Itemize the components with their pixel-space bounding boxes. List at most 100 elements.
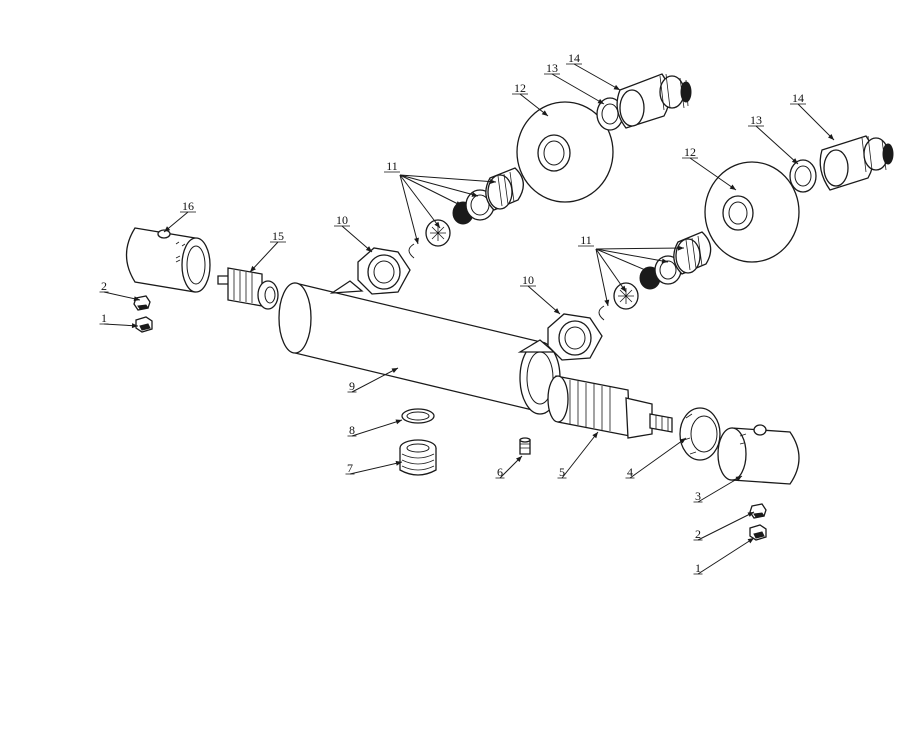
part-upper-hex-nut [357,247,411,295]
part-left-nut [135,316,153,333]
callout-leader-c11a [399,174,463,207]
callout-arrowhead-c7 [395,460,402,466]
part-right-screw-cap [749,503,767,519]
callout-leader-c8 [351,419,403,437]
callout-leader-c11b [595,248,627,293]
callout-arrowhead-c13a [597,98,604,104]
callout-leader-c12b [689,157,737,191]
callout-leader-c1b [697,537,755,575]
callout-leader-c2a [103,291,141,301]
callout-arrowhead-c1b [747,538,754,544]
callout-arrowhead-c1a [131,323,138,329]
callout-leaders [103,63,835,575]
callout-arrowhead-c13b [791,158,798,164]
callout-label-c11a: 11 [386,159,398,173]
part-adapter-ring [679,407,721,461]
callout-label-c1b: 1 [695,561,701,575]
callout-label-c9: 9 [349,379,355,393]
callout-arrowhead-c10b [553,308,560,314]
callout-label-c8: 8 [349,423,355,437]
callout-arrowhead-c10a [365,246,372,252]
part-left-cartridge [217,267,279,310]
callout-arrowhead-c11b [620,285,626,292]
callout-label-c1a: 1 [101,311,107,325]
callout-leader-c11a [399,174,479,197]
callout-leader-c15 [249,241,279,273]
callout-label-c5: 5 [559,465,565,479]
callout-leader-c7 [349,461,403,475]
callout-label-c2a: 2 [101,279,107,293]
callout-label-c12a: 12 [514,81,526,95]
callout-leader-c11a [399,174,419,245]
callout-label-c14a: 14 [568,51,580,65]
callout-label-c16: 16 [182,199,194,213]
callout-arrowhead-c11a [489,179,496,185]
callout-label-c10b: 10 [522,273,534,287]
part-right-nut [749,524,767,541]
callout-arrowhead-c11b [677,245,684,251]
callout-arrowhead-c14a [613,84,620,90]
callout-leader-c14b [797,103,835,141]
callout-arrowhead-c11a [414,237,419,244]
part-lower-hex-nut [547,313,603,361]
callout-leader-c11b [595,248,651,273]
part-outlet-fitting [399,439,437,476]
callout-arrowhead-c11a [434,221,440,228]
part-right-seal-ring [789,159,817,193]
callout-arrowhead-c6 [515,456,522,463]
part-inlet-o-ring [401,408,435,424]
callout-arrowhead-c8 [395,419,402,425]
callout-label-c4: 4 [627,465,633,479]
callout-label-c10a: 10 [336,213,348,227]
part-upper-cover-plate [516,101,614,203]
part-thermostatic-cartridge [547,375,673,439]
callout-arrowhead-c5 [592,432,598,439]
callout-arrowhead-c2a [133,296,140,302]
callout-arrowhead-c16 [164,226,171,232]
callout-arrowhead-c11b [643,267,650,272]
callout-arrowhead-c15 [250,265,256,272]
part-upper-eccentric-fitting [616,73,692,129]
part-right-eccentric-fitting [819,135,894,191]
callout-leader-c11b [595,247,685,250]
callout-arrowhead-c4 [679,438,686,444]
part-right-check-valve-group [598,231,712,321]
callout-leader-c14a [573,63,621,91]
callout-arrowhead-c11a [455,201,462,206]
callout-label-c14b: 14 [792,91,804,105]
callout-label-c7: 7 [347,461,353,475]
callout-arrowhead-c9 [391,368,398,373]
callout-leader-c13a [551,73,605,105]
callout-label-c11b: 11 [580,233,592,247]
part-main-body-tube [278,280,561,415]
part-left-handle [125,227,211,293]
part-right-cover-plate [704,161,800,263]
callout-leader-c11a [399,174,497,183]
callout-label-c3: 3 [695,489,701,503]
callout-leader-c13b [755,125,799,165]
callout-leader-c10a [341,225,373,253]
callout-arrowhead-c2b [747,512,754,517]
callout-leader-c11b [595,248,609,307]
part-right-temperature-handle [717,424,800,485]
callout-leader-c10b [527,285,561,315]
callout-arrowhead-c11b [661,258,668,264]
callout-leader-c9 [351,367,399,393]
callout-arrowhead-c12b [729,184,736,190]
callout-arrowhead-c3 [735,476,742,482]
callout-leader-c11a [399,174,441,229]
callout-arrowhead-c11a [471,192,478,197]
part-upper-check-valve-group [408,167,524,259]
callout-leader-c11b [595,248,669,263]
callout-label-c15: 15 [272,229,284,243]
callout-label-c2b: 2 [695,527,701,541]
callout-label-c13a: 13 [546,61,558,75]
callout-leader-c5 [561,431,599,479]
callout-label-c13b: 13 [750,113,762,127]
callout-leader-c4 [629,437,687,479]
callout-leader-c2b [697,511,755,541]
callout-label-c6: 6 [497,465,503,479]
